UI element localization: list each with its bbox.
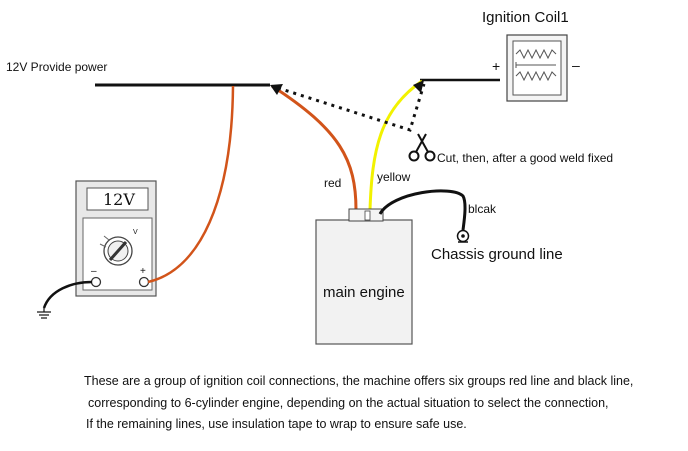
yellow-wire — [368, 79, 423, 211]
cut-note: Cut, then, after a good weld fixed — [437, 151, 613, 165]
coil-plus-label: + — [492, 58, 500, 74]
meter-red-wire — [147, 85, 235, 284]
black-wire — [378, 189, 467, 231]
power-label: 12V Provide power — [6, 60, 107, 74]
coil-title: Ignition Coil1 — [482, 9, 569, 26]
note-line-2: corresponding to 6-cylinder engine, depe… — [88, 396, 609, 410]
ignition-coil — [506, 34, 568, 102]
meter-black-wire — [42, 280, 93, 309]
red-wire — [271, 84, 358, 211]
ground-clip-icon — [456, 229, 470, 243]
red-wire-label: red — [324, 176, 341, 190]
coil-minus-label: – — [572, 57, 580, 73]
note-line-1: These are a group of ignition coil conne… — [84, 374, 634, 388]
arrow-icon — [413, 80, 424, 93]
yellow-wire-label: yellow — [377, 170, 411, 184]
black-wire-label: blcak — [468, 202, 497, 216]
meter-minus-label: – — [91, 266, 97, 277]
meter-plus-label: + — [140, 266, 146, 277]
scissors-icon — [408, 133, 436, 162]
chassis-ground-label: Chassis ground line — [431, 246, 563, 263]
engine-label: main engine — [323, 284, 405, 301]
multimeter — [75, 180, 157, 297]
ground-symbol-icon — [37, 308, 51, 319]
arrow-icon — [270, 84, 283, 95]
note-line-3: If the remaining lines, use insulation t… — [86, 417, 467, 431]
meter-display: 12V — [103, 190, 135, 209]
meter-v-label: V — [133, 229, 138, 236]
main-engine-box — [315, 219, 413, 345]
cut-path-dotted — [277, 83, 426, 132]
